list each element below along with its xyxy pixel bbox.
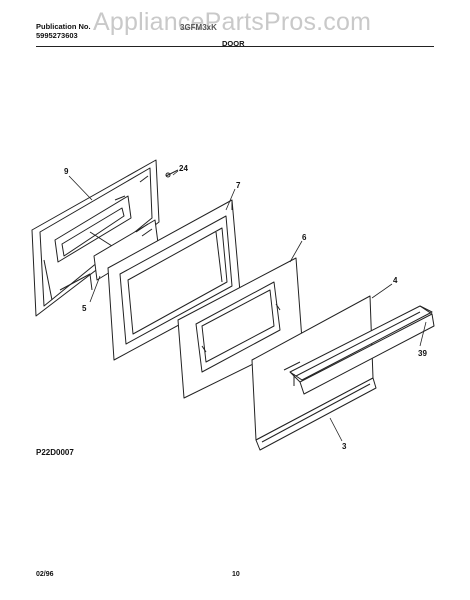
publication-label: Publication No. <box>36 22 91 31</box>
callout-39: 39 <box>418 349 427 358</box>
publication-block: Publication No. 5995273603 <box>36 22 91 40</box>
watermark-text: AppliancePartsPros.com <box>93 8 372 36</box>
callout-9: 9 <box>64 167 69 176</box>
callout-5: 5 <box>82 304 87 313</box>
callout-24: 24 <box>179 164 188 173</box>
callout-4: 4 <box>393 276 398 285</box>
header-divider <box>36 46 434 47</box>
callout-leaders <box>68 170 427 442</box>
bottom-trim-part <box>255 377 377 451</box>
screw-part <box>165 169 179 178</box>
diagram-code: P22D0007 <box>36 448 74 457</box>
section-title: DOOR <box>222 39 245 48</box>
footer-page-number: 10 <box>232 571 240 578</box>
door-frame-part <box>31 159 160 317</box>
model-number: 3GFM3xK <box>180 23 217 32</box>
callout-6: 6 <box>302 233 307 242</box>
footer-date: 02/96 <box>36 571 54 578</box>
callout-7: 7 <box>236 181 241 190</box>
publication-number: 5995273603 <box>36 31 78 40</box>
callout-3: 3 <box>342 442 347 451</box>
handle-part <box>289 305 435 395</box>
inner-panel-part <box>107 199 241 361</box>
